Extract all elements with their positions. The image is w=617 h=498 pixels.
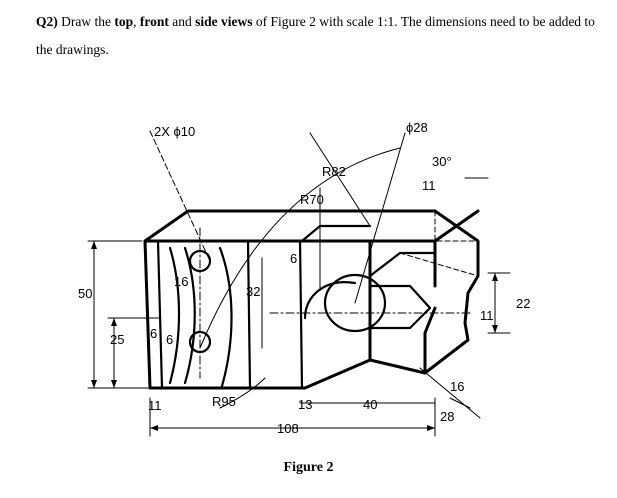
- label-holes: 2X ϕ10: [154, 124, 195, 139]
- question-part: ,: [133, 14, 140, 29]
- label-d6a: 6: [150, 326, 157, 341]
- label-r95: R95: [212, 394, 236, 409]
- label-d6b: 6: [290, 251, 297, 266]
- part-edges: [156, 224, 437, 390]
- figure-caption: Figure 2: [283, 460, 334, 475]
- keyword-front: front: [139, 14, 169, 29]
- label-d6c: 6: [166, 332, 173, 347]
- keyword-side-views: side views: [195, 14, 253, 29]
- label-d50: 50: [78, 286, 92, 301]
- label-d25: 25: [110, 332, 124, 347]
- label-d40: 40: [363, 397, 377, 412]
- isometric-drawing: 2X ϕ10 ϕ28 30° R82 R70 R95 50 25 16 6 6 …: [78, 120, 530, 437]
- label-r82: R82: [322, 164, 346, 179]
- dimension-labels: 2X ϕ10 ϕ28 30° R82 R70 R95 50 25 16 6 6 …: [78, 120, 530, 436]
- label-d32: 32: [246, 284, 260, 299]
- label-r70: R70: [300, 192, 324, 207]
- label-d16b: 16: [450, 379, 464, 394]
- keyword-top: top: [114, 14, 134, 29]
- label-d28: 28: [440, 409, 454, 424]
- label-d11c: 11: [480, 308, 494, 323]
- question-part: Draw the: [57, 14, 115, 29]
- label-d16a: 16: [174, 274, 188, 289]
- label-bore: ϕ28: [406, 120, 428, 135]
- question-text: Q2) Draw the top, front and side views o…: [36, 8, 606, 64]
- label-angle: 30°: [432, 154, 452, 169]
- question-part: and: [168, 14, 196, 29]
- hidden-lines: [399, 210, 479, 277]
- label-d11a: 11: [148, 398, 162, 413]
- label-d108: 108: [277, 421, 299, 436]
- figure-2-drawing: 2X ϕ10 ϕ28 30° R82 R70 R95 50 25 16 6 6 …: [70, 108, 590, 448]
- label-d11b: 11: [422, 178, 436, 193]
- question-part: of Figure 2 with scale 1:1. The dimensio…: [36, 14, 595, 57]
- dimension-lines: [87, 130, 511, 437]
- question-number: Q2): [36, 14, 58, 29]
- arrowheads: [91, 241, 498, 431]
- label-d13: 13: [298, 397, 312, 412]
- label-d22: 22: [516, 296, 530, 311]
